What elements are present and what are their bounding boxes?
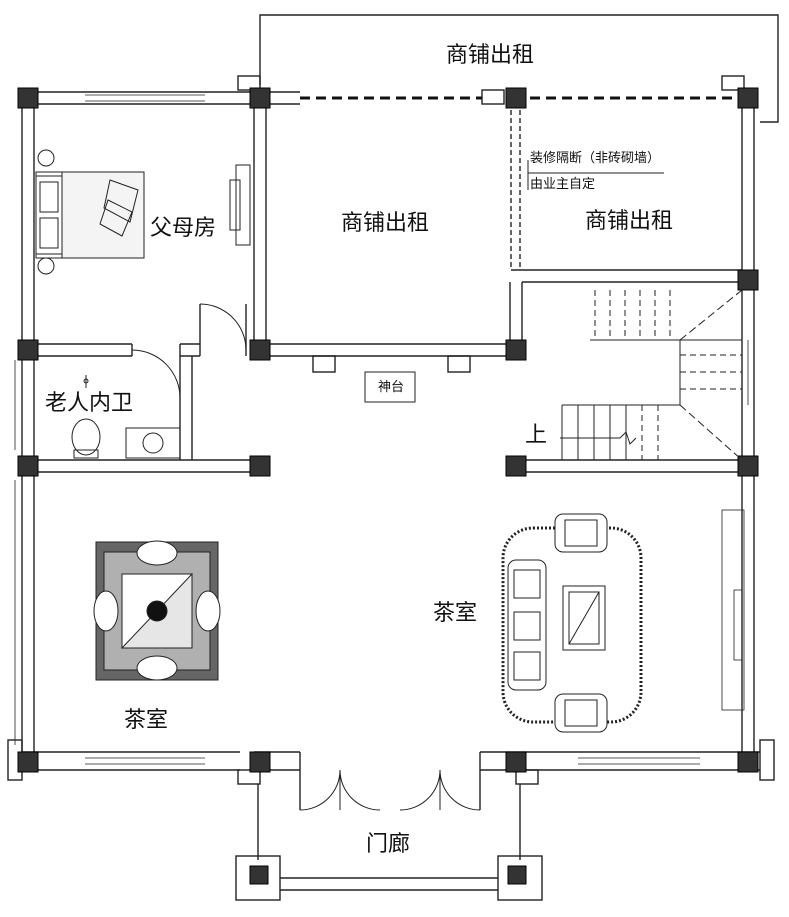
shop-right-label: 商铺出租: [585, 209, 674, 234]
partition-leader: [527, 160, 664, 190]
top-shop-label: 商铺出租: [446, 43, 535, 68]
bath-fixtures: [71, 375, 181, 459]
tea-room-left-label: 茶室: [124, 708, 169, 733]
doors: [131, 303, 481, 811]
porch-label: 门廊: [366, 832, 411, 857]
stair-up-label: 上: [525, 423, 548, 448]
elder-bath-label: 老人内卫: [45, 391, 134, 416]
parents-room-label: 父母房: [150, 216, 217, 241]
partition-note-2: 由业主自定: [530, 177, 596, 192]
shrine-label: 神台: [378, 380, 405, 395]
walls: [7, 14, 779, 901]
columns: [17, 87, 759, 885]
tea-room-right-label: 茶室: [433, 601, 478, 626]
shrine-table: [364, 371, 416, 403]
sofa-set-right: [501, 513, 643, 733]
shop-center-label: 商铺出租: [341, 211, 430, 236]
partition-note-1: 装修隔断（非砖砌墙）: [530, 151, 661, 166]
staircase: [560, 289, 743, 461]
tea-table-left: [93, 540, 221, 681]
bed-furniture: [35, 149, 251, 275]
